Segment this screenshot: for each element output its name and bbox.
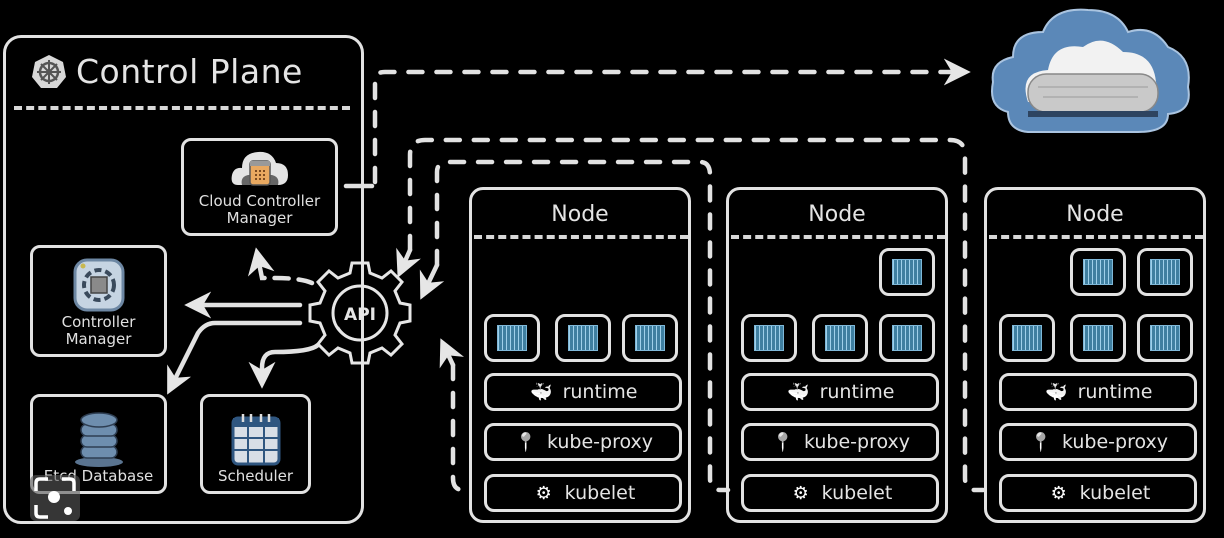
api-label: API xyxy=(344,305,376,325)
service-kube-proxy[interactable]: 📍 kube-proxy xyxy=(999,423,1197,461)
api-to-scheduler xyxy=(248,342,321,389)
cloud-icon xyxy=(991,8,1190,133)
pod-container[interactable] xyxy=(1137,248,1193,296)
pod-container[interactable] xyxy=(622,314,678,362)
controller-manager-box: Controller Manager xyxy=(30,245,167,357)
calendar-icon xyxy=(231,414,280,466)
node-divider xyxy=(731,235,945,239)
node3-connector xyxy=(407,137,986,493)
api-to-cloud-controller xyxy=(247,247,315,286)
service-label: kubelet xyxy=(1079,482,1151,504)
service-kubelet[interactable]: ⚙ kubelet xyxy=(999,474,1197,512)
node-2: Node 🐳 runtime 📍 kube-proxy ⚙ kubelet xyxy=(726,187,948,523)
control-plane-divider xyxy=(14,106,350,110)
database-stack-icon xyxy=(74,412,123,467)
api-to-etcd xyxy=(167,320,303,395)
service-kube-proxy[interactable]: 📍 kube-proxy xyxy=(741,423,939,461)
scheduler-label: Scheduler xyxy=(217,467,294,485)
cloud-connector xyxy=(372,58,971,185)
container-icon xyxy=(825,325,855,351)
container-icon xyxy=(1083,259,1113,285)
cloud-controller-manager-label: Cloud Controller Manager xyxy=(198,192,321,227)
container-icon xyxy=(568,325,598,351)
scheduler-box: Scheduler xyxy=(200,394,311,494)
pod-container[interactable] xyxy=(741,314,797,362)
node-title: Node xyxy=(808,202,866,227)
cloud-controller-manager-box: Cloud Controller Manager xyxy=(181,138,338,236)
service-label: runtime xyxy=(1077,381,1153,403)
node-divider xyxy=(474,235,688,239)
control-plane-title: Control Plane xyxy=(76,52,303,91)
node1-connector xyxy=(450,362,473,493)
node-3: Node 🐳 runtime 📍 kube-proxy ⚙ kubelet xyxy=(984,187,1206,523)
docker-whale-icon: 🐳 xyxy=(530,381,553,403)
service-label: kube-proxy xyxy=(1061,431,1169,453)
service-kubelet[interactable]: ⚙ kubelet xyxy=(484,474,682,512)
node2-connector xyxy=(434,159,731,493)
container-icon xyxy=(892,259,922,285)
docker-whale-icon: 🐳 xyxy=(1045,381,1068,403)
pod-container[interactable] xyxy=(484,314,540,362)
pod-container[interactable] xyxy=(999,314,1055,362)
docker-whale-icon: 🐳 xyxy=(787,381,810,403)
control-plane-header: Control Plane xyxy=(30,52,303,91)
node-title: Node xyxy=(1066,202,1124,227)
service-label: kube-proxy xyxy=(546,431,654,453)
container-icon xyxy=(1012,325,1042,351)
service-runtime[interactable]: 🐳 runtime xyxy=(484,373,682,411)
container-icon xyxy=(892,325,922,351)
service-label: kubelet xyxy=(564,482,636,504)
ip-pin-icon: 📍 xyxy=(771,431,795,453)
kubernetes-helm-icon xyxy=(32,54,66,88)
container-icon xyxy=(754,325,784,351)
api-gear-icon[interactable]: API xyxy=(308,261,412,365)
arrow-into-api-3 xyxy=(439,338,465,369)
arrow-into-api-1 xyxy=(396,247,421,278)
container-icon xyxy=(497,325,527,351)
ip-pin-icon: 📍 xyxy=(514,431,538,453)
pod-container[interactable] xyxy=(1070,248,1126,296)
service-kube-proxy[interactable]: 📍 kube-proxy xyxy=(484,423,682,461)
gears-hand-icon: ⚙ xyxy=(535,482,552,504)
container-icon xyxy=(1150,325,1180,351)
lens-search-icon[interactable] xyxy=(30,475,80,521)
service-kubelet[interactable]: ⚙ kubelet xyxy=(741,474,939,512)
node-1: Node 🐳 runtime 📍 kube-proxy ⚙ kubelet xyxy=(469,187,691,523)
service-runtime[interactable]: 🐳 runtime xyxy=(999,373,1197,411)
service-label: runtime xyxy=(562,381,638,403)
cloud-calculator-icon xyxy=(231,151,288,186)
ip-pin-icon: 📍 xyxy=(1029,431,1053,453)
service-label: kube-proxy xyxy=(803,431,911,453)
service-label: runtime xyxy=(819,381,895,403)
container-icon xyxy=(1083,325,1113,351)
gears-hand-icon: ⚙ xyxy=(1050,482,1067,504)
node-title: Node xyxy=(551,202,609,227)
service-label: kubelet xyxy=(821,482,893,504)
arrow-into-api-2 xyxy=(419,262,445,300)
pod-container[interactable] xyxy=(555,314,611,362)
controller-chip-icon xyxy=(73,258,124,312)
container-icon xyxy=(1150,259,1180,285)
pod-container[interactable] xyxy=(879,248,935,296)
service-runtime[interactable]: 🐳 runtime xyxy=(741,373,939,411)
controller-manager-label: Controller Manager xyxy=(61,313,136,348)
pod-container[interactable] xyxy=(812,314,868,362)
pod-container[interactable] xyxy=(879,314,935,362)
gears-hand-icon: ⚙ xyxy=(792,482,809,504)
pod-container[interactable] xyxy=(1137,314,1193,362)
container-icon xyxy=(635,325,665,351)
node-divider xyxy=(989,235,1203,239)
control-plane-panel xyxy=(3,35,364,524)
pod-container[interactable] xyxy=(1070,314,1126,362)
